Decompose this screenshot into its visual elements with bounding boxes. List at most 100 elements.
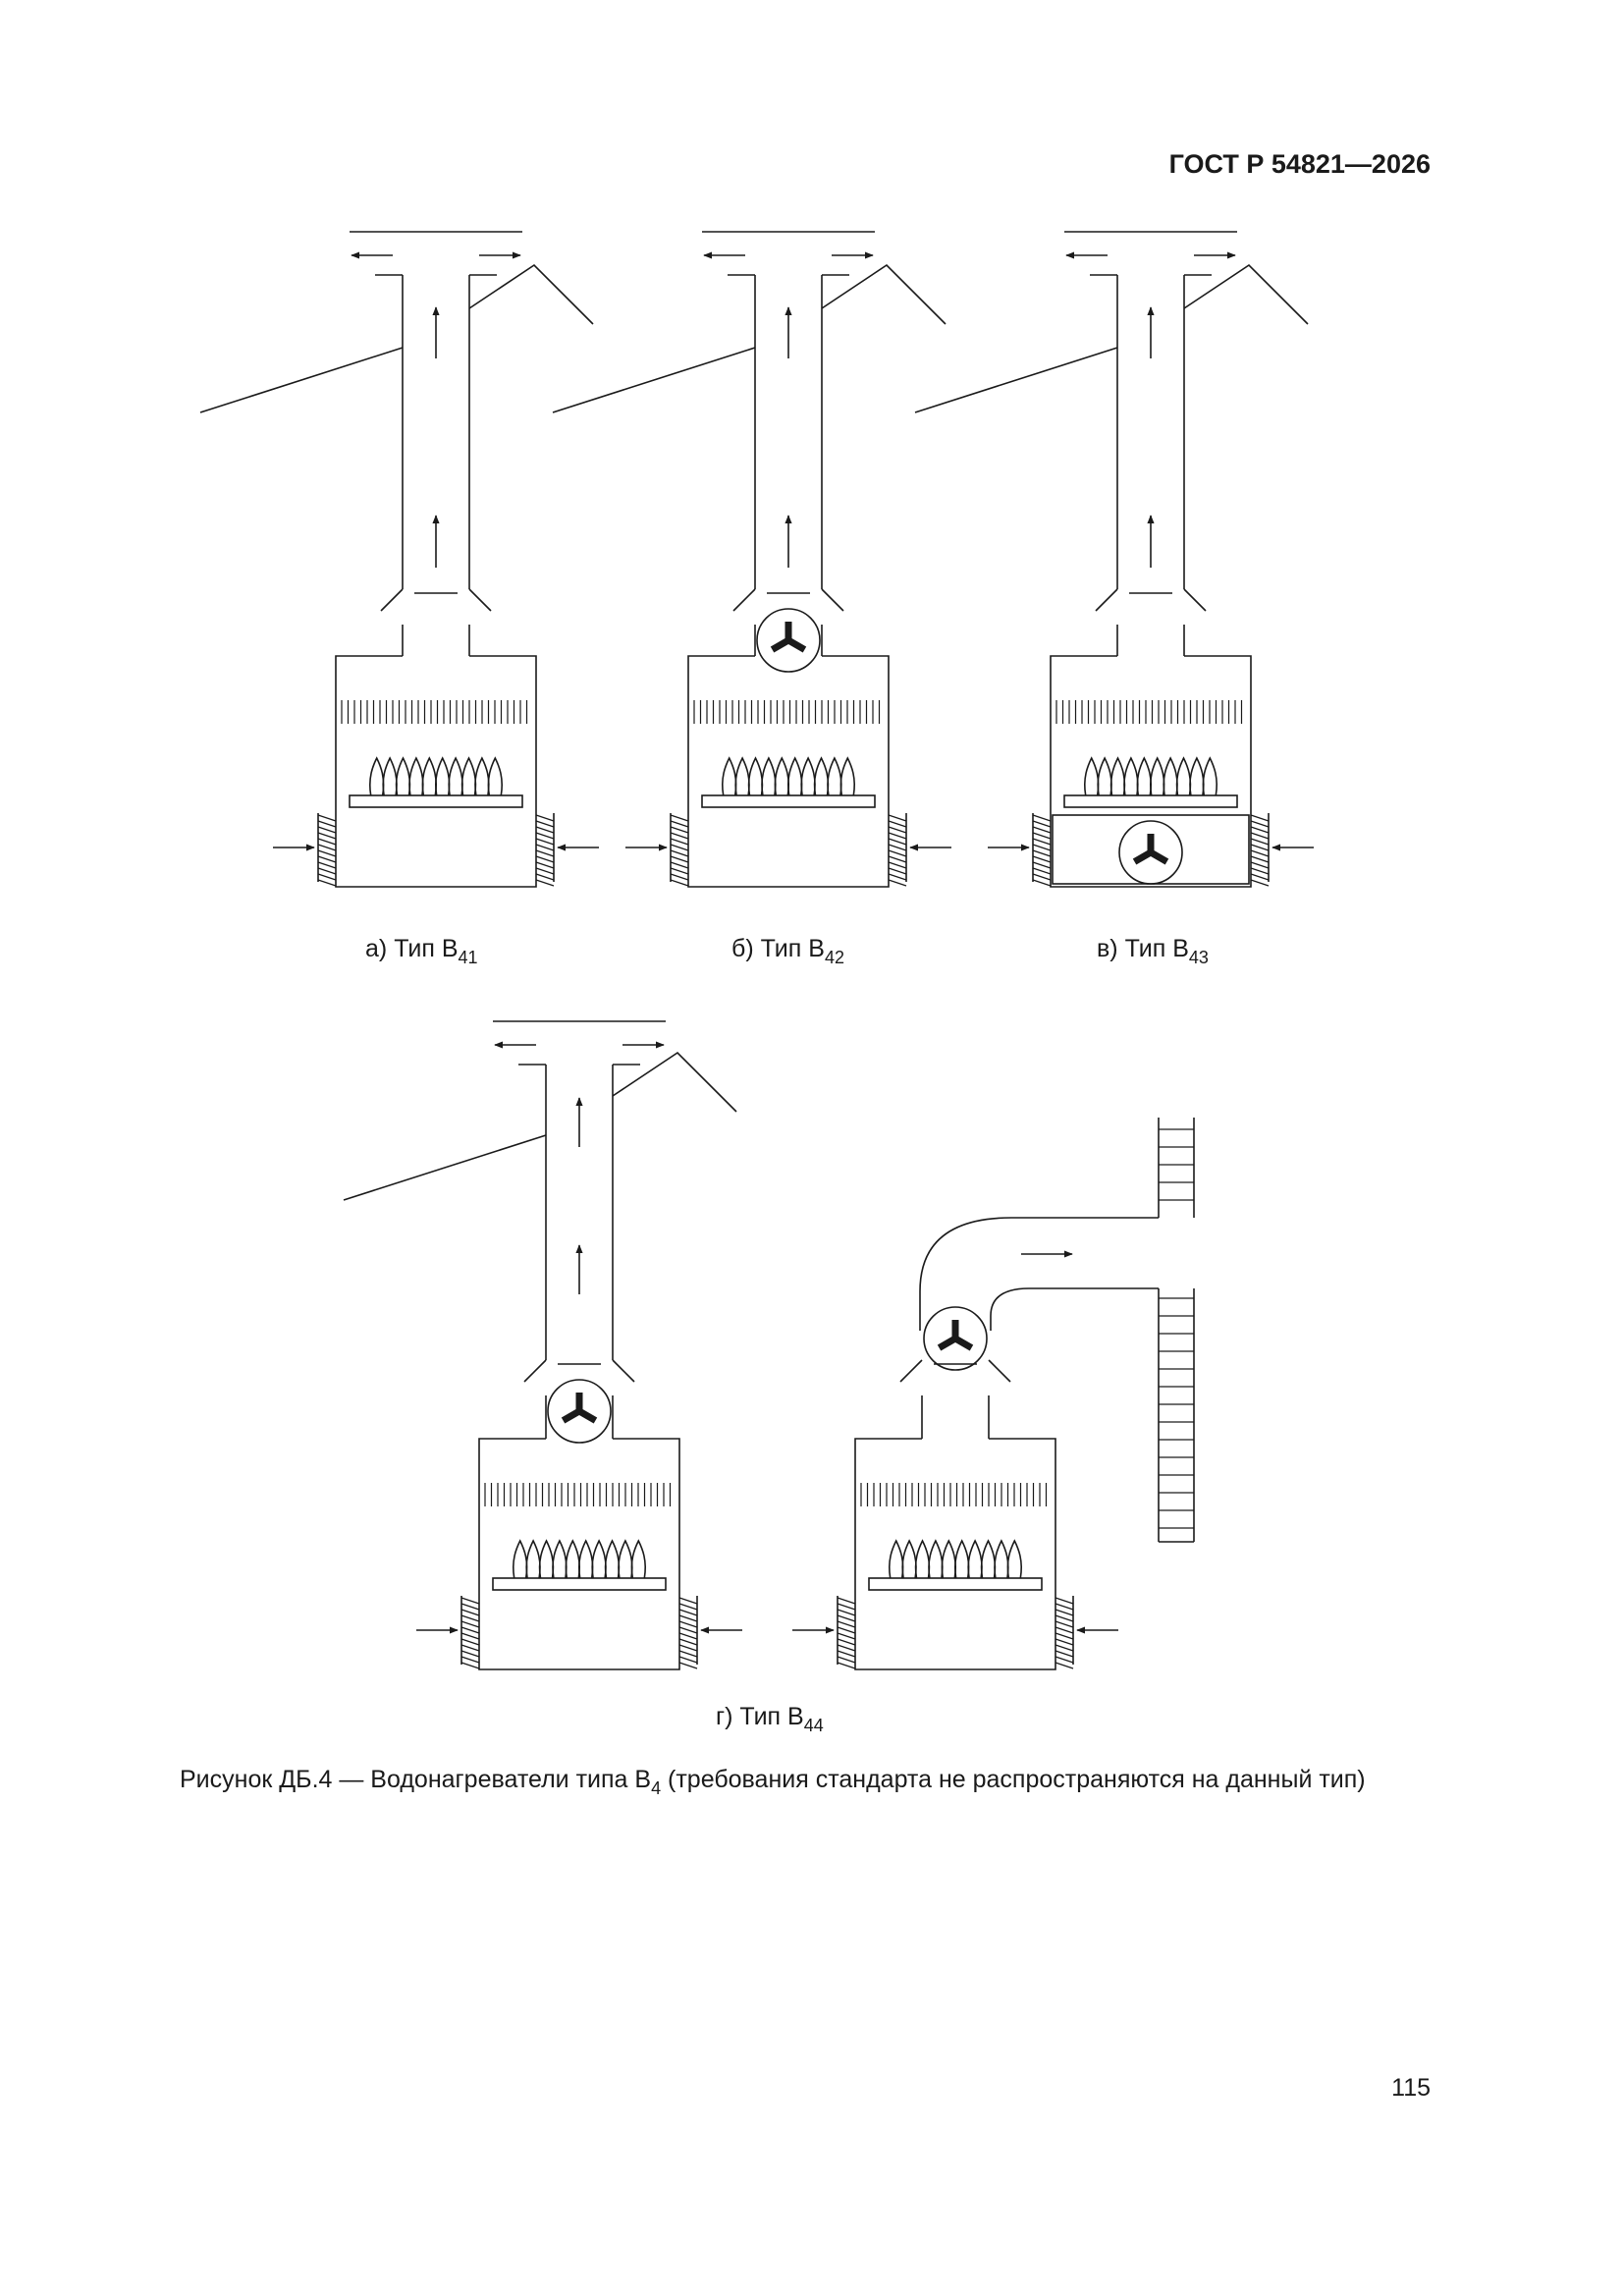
left-air-intake-louvre — [317, 813, 337, 887]
louvre-slat — [888, 838, 907, 846]
louvre-slat — [1055, 1656, 1074, 1664]
louvre-slat — [1032, 855, 1052, 863]
flame-icon — [618, 1539, 633, 1579]
louvre-slat — [837, 1597, 856, 1605]
burner — [868, 1539, 1043, 1591]
louvre-slat — [1032, 873, 1052, 881]
appliance-casing — [854, 1438, 1056, 1670]
louvre-slat — [678, 1662, 698, 1669]
louvre-slat — [317, 814, 337, 822]
louvre-slat — [317, 826, 337, 834]
louvre-slat — [678, 1638, 698, 1646]
louvre-slat — [460, 1614, 480, 1622]
louvre-slat — [535, 814, 555, 822]
louvre-slat — [535, 820, 555, 828]
louvre-slat — [1055, 1614, 1074, 1622]
label-type-sub: 41 — [458, 948, 478, 967]
standard-code: ГОСТ Р 54821—2026 — [1168, 149, 1431, 179]
louvre-slat — [837, 1626, 856, 1634]
louvre-slat — [460, 1626, 480, 1634]
heat-exchanger-fins — [1055, 700, 1243, 724]
flame-icon — [761, 756, 777, 796]
burner-bar — [1063, 794, 1238, 808]
flame-icon — [914, 1539, 931, 1579]
diverter-left — [523, 1359, 547, 1383]
louvre-slat — [888, 873, 907, 881]
louvre-slat — [1250, 879, 1270, 887]
flame-icon — [994, 1539, 1009, 1579]
flame-icon — [448, 756, 463, 796]
left-air-intake-louvre — [460, 1596, 480, 1669]
louvre-slat — [1250, 855, 1270, 863]
flame-icon — [578, 1539, 594, 1579]
louvre-slat — [460, 1656, 480, 1664]
flame-icon — [395, 756, 411, 796]
louvre-slat — [1055, 1650, 1074, 1658]
flame-icon — [1202, 756, 1217, 796]
flame-icon — [734, 756, 750, 796]
louvre-slat — [1032, 832, 1052, 840]
roof-slope-right — [612, 1051, 737, 1113]
louvre-slat — [837, 1614, 856, 1622]
burner — [701, 756, 876, 808]
burner — [492, 1539, 667, 1591]
roof-slope-right — [468, 263, 594, 325]
louvre-slat — [535, 844, 555, 851]
louvre-slat — [1250, 826, 1270, 834]
appliance-casing — [687, 655, 890, 888]
label-letter: а) — [365, 935, 388, 962]
louvre-slat — [1055, 1597, 1074, 1605]
diverter-right — [821, 588, 844, 612]
right-air-intake-louvre — [535, 813, 555, 887]
louvre-slat — [1055, 1609, 1074, 1616]
louvre-slat — [888, 855, 907, 863]
flame-icon — [630, 1539, 646, 1579]
louvre-slat — [678, 1620, 698, 1628]
wall — [1158, 1118, 1195, 1543]
flame-icon — [1123, 756, 1139, 796]
louvre-slat — [317, 867, 337, 875]
appliance-casing — [478, 1438, 680, 1670]
louvre-slat — [1055, 1662, 1074, 1669]
louvre-slat — [535, 826, 555, 834]
flame-icon — [408, 756, 424, 796]
louvre-slat — [317, 873, 337, 881]
flame-icon — [435, 756, 451, 796]
louvre-slat — [1250, 820, 1270, 828]
louvre-slat — [888, 879, 907, 887]
louvre-slat — [1250, 861, 1270, 869]
label-type-b41: а) Тип B41 — [365, 935, 478, 966]
louvre-slat — [535, 879, 555, 887]
roof-slope-right — [1183, 263, 1309, 325]
burner — [349, 756, 523, 808]
label-type-base: B — [808, 935, 825, 962]
fan-icon — [1118, 820, 1183, 885]
louvre-slat — [535, 838, 555, 846]
flame-icon — [382, 756, 398, 796]
louvre-slat — [535, 832, 555, 840]
louvre-slat — [678, 1609, 698, 1616]
label-type-word: Тип — [760, 935, 802, 962]
louvre-slat — [670, 838, 689, 846]
heat-exchanger-fins — [484, 1483, 672, 1506]
fan-icon — [923, 1306, 988, 1371]
fan-housing — [547, 1379, 612, 1444]
label-type-sub: 42 — [824, 948, 844, 967]
louvre-slat — [460, 1638, 480, 1646]
louvre-slat — [670, 867, 689, 875]
louvre-slat — [535, 861, 555, 869]
label-type-base: B — [1172, 935, 1189, 962]
flame-icon — [1175, 756, 1192, 796]
louvre-slat — [888, 826, 907, 834]
heat-exchanger-fins — [860, 1483, 1048, 1506]
label-letter: в) — [1097, 935, 1118, 962]
flame-icon — [538, 1539, 555, 1579]
diverter-right — [988, 1359, 1011, 1383]
diverter-left — [1095, 588, 1118, 612]
louvre-slat — [460, 1644, 480, 1652]
burner — [1063, 756, 1238, 808]
louvre-slat — [1250, 832, 1270, 840]
louvre-slat — [1055, 1620, 1074, 1628]
louvre-slat — [837, 1650, 856, 1658]
flame-icon — [1084, 756, 1100, 796]
